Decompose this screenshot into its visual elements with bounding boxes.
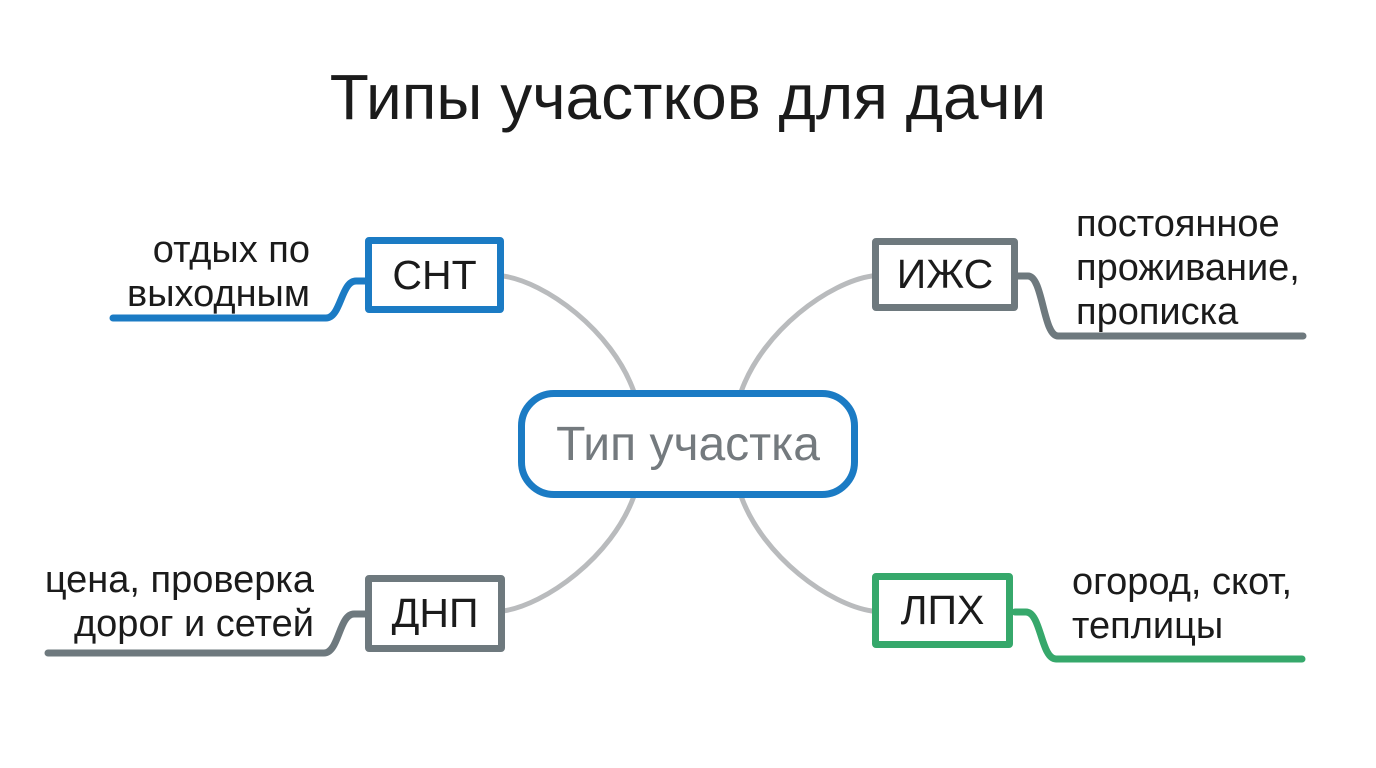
node-dnp: ДНП (365, 575, 505, 652)
note-lph: огород, скот, теплицы (1072, 561, 1293, 647)
connector-center-lph (738, 493, 875, 614)
node-dnp-label: ДНП (391, 590, 479, 636)
connector-center-snt (500, 273, 637, 395)
node-snt-label: СНТ (392, 251, 477, 298)
note-snt: отдых по выходным (127, 229, 310, 315)
diagram-title: Типы участков для дачи (329, 61, 1047, 133)
underline-lph (1011, 608, 1306, 663)
underline-izhs (1012, 272, 1307, 340)
underline-dnp (44, 610, 371, 657)
node-izhs-label: ИЖС (896, 251, 994, 297)
note-dnp: цена, проверка дорог и сетей (44, 559, 314, 645)
node-snt: СНТ (365, 237, 504, 313)
note-izhs: постоянное проживание, прописка (1076, 203, 1300, 333)
center-node-label: Тип участка (556, 417, 820, 471)
center-node: Тип участка (518, 390, 858, 498)
node-lph-label: ЛПХ (900, 587, 985, 633)
node-lph: ЛПХ (872, 573, 1013, 648)
connector-center-izhs (738, 273, 875, 395)
underline-snt (109, 277, 370, 322)
connector-center-dnp (500, 493, 637, 614)
node-izhs: ИЖС (872, 238, 1018, 311)
